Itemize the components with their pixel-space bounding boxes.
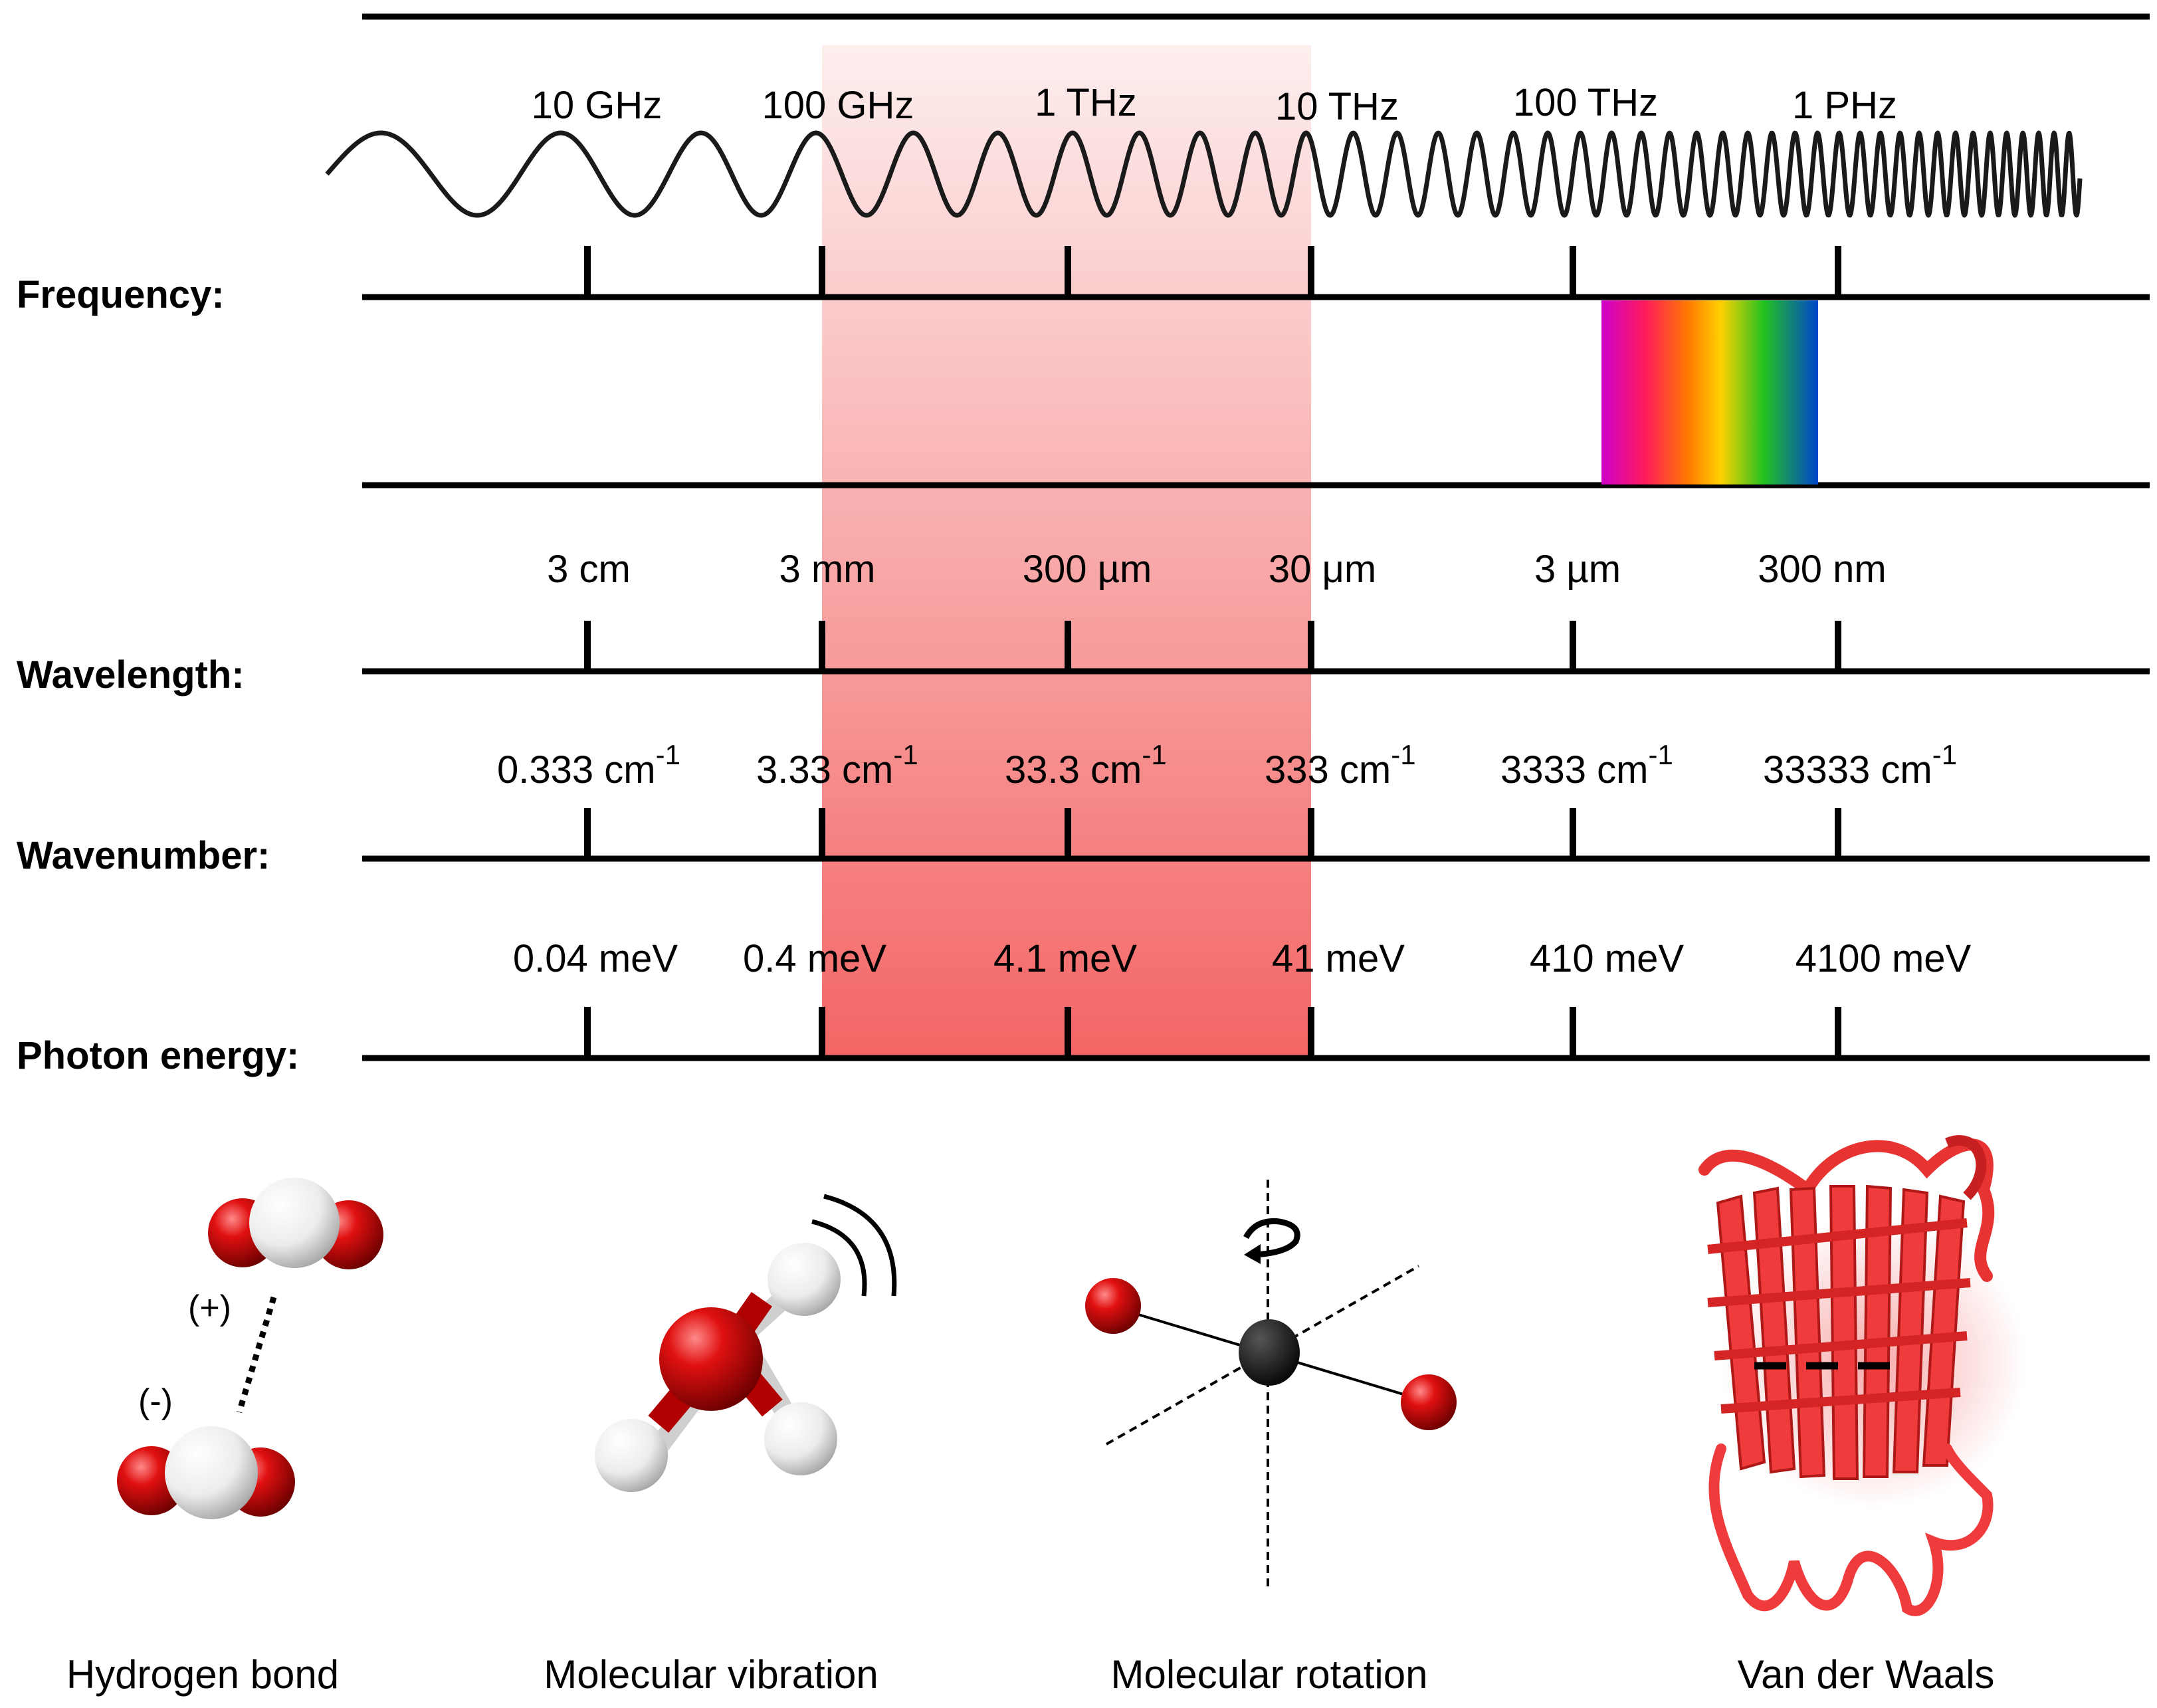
wavenumber-tick-label: 33.3 cm-1	[1005, 739, 1167, 792]
center-atom	[1239, 1319, 1300, 1386]
visible-spectrum-block	[1601, 300, 1818, 484]
frequency-tick-label: 100 THz	[1513, 81, 1658, 124]
wavelength-tick-label: 3 mm	[779, 548, 876, 591]
protein-loop	[1945, 1135, 1987, 1200]
wavelength-tick-label: 300 nm	[1758, 548, 1886, 591]
wavelength-tick-label: 3 µm	[1534, 548, 1621, 591]
axis-lines	[362, 13, 2150, 1061]
wavenumber-row-label: Wavenumber:	[17, 834, 270, 877]
photon-energy-row-label: Photon energy:	[17, 1034, 299, 1077]
hydrogen-bond-illustration: (+) (-)	[117, 1178, 383, 1519]
hydrogen-atom	[595, 1419, 668, 1492]
hydrogen-bond-dotted-line	[236, 1296, 277, 1414]
hydrogen-atom	[249, 1178, 340, 1268]
hydrogen-atom	[165, 1426, 258, 1519]
energy-tick-label: 4.1 meV	[993, 937, 1137, 980]
molecular-vibration-illustration	[595, 1194, 897, 1492]
positive-charge-label: (+)	[188, 1289, 231, 1327]
chirped-wave	[325, 130, 2083, 218]
frequency-tick-label: 1 THz	[1035, 81, 1137, 124]
tick-marks	[584, 246, 1841, 1058]
outer-atom	[1085, 1278, 1141, 1334]
frequency-row-label: Frequency:	[17, 273, 225, 316]
wavenumber-tick-label: 3.33 cm-1	[756, 739, 918, 792]
energy-tick-label: 4100 meV	[1796, 937, 1972, 980]
wavelength-tick-label: 30 μm	[1269, 548, 1376, 591]
energy-tick-label: 0.04 meV	[513, 937, 678, 980]
caption-van-der-waals: Van der Waals	[1738, 1652, 1995, 1697]
caption-hydrogen-bond: Hydrogen bond	[66, 1652, 339, 1697]
negative-charge-label: (-)	[138, 1382, 173, 1421]
frequency-tick-label: 10 THz	[1275, 85, 1399, 128]
wavenumber-tick-label: 0.333 cm-1	[497, 739, 680, 792]
frequency-tick-label: 100 GHz	[762, 84, 914, 127]
oxygen-atom	[659, 1307, 763, 1411]
hydrogen-atom	[764, 1402, 837, 1475]
van-der-waals-illustration	[1698, 1135, 2027, 1616]
wavelength-tick-label: 3 cm	[547, 548, 631, 591]
wavenumber-tick-label: 33333 cm-1	[1763, 739, 1957, 792]
vibration-arc	[811, 1219, 867, 1297]
energy-tick-label: 41 meV	[1272, 937, 1405, 980]
rotation-arrow-icon	[1243, 1218, 1300, 1258]
protein-loop	[1698, 1138, 1995, 1282]
wavelength-row-label: Wavelength:	[17, 653, 245, 696]
molecular-rotation-illustration	[1085, 1180, 1457, 1592]
wavenumber-tick-label: 3333 cm-1	[1500, 739, 1673, 792]
protein-loop	[1708, 1443, 1994, 1616]
vibration-arc	[823, 1194, 897, 1297]
hydrogen-atom	[768, 1243, 841, 1316]
caption-molecular-rotation: Molecular rotation	[1111, 1652, 1428, 1697]
caption-molecular-vibration: Molecular vibration	[544, 1652, 878, 1697]
frequency-tick-label: 10 GHz	[532, 84, 663, 127]
protein-cross-strands	[1707, 1218, 1971, 1414]
frequency-tick-label: 1 PHz	[1792, 84, 1897, 127]
wavenumber-tick-label: 333 cm-1	[1265, 739, 1416, 792]
outer-atom	[1401, 1374, 1457, 1430]
energy-tick-label: 0.4 meV	[743, 937, 886, 980]
energy-tick-label: 410 meV	[1530, 937, 1684, 980]
wavelength-tick-label: 300 µm	[1023, 548, 1152, 591]
